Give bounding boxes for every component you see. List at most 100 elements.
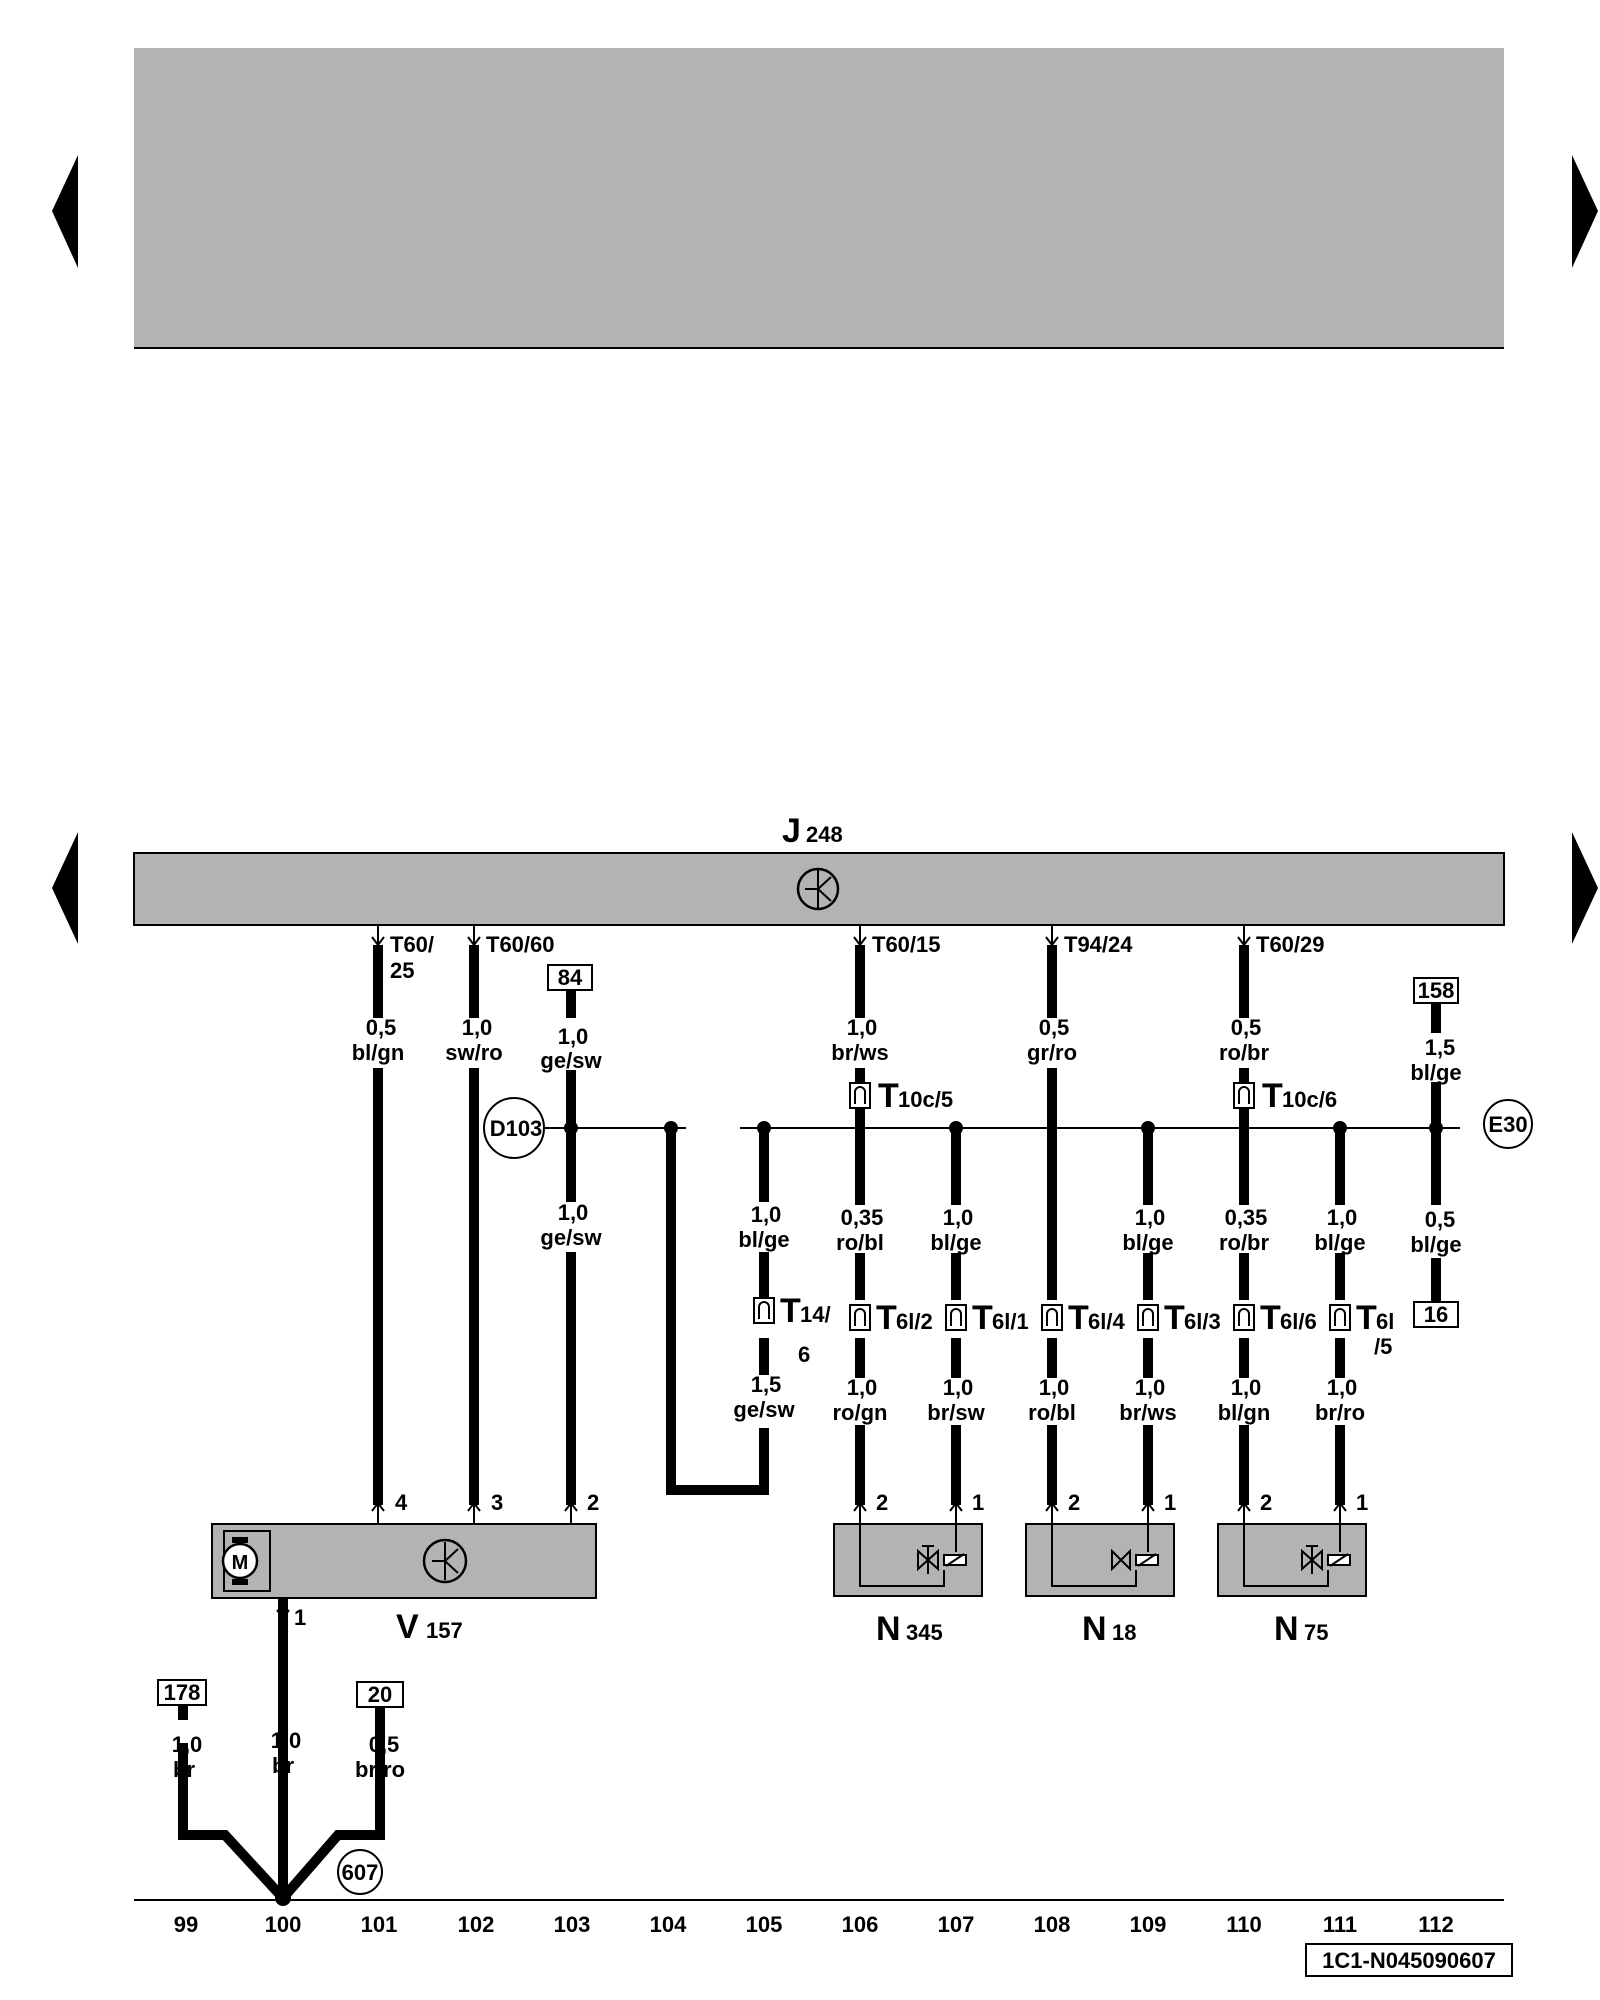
svg-text:10c/5: 10c/5 <box>898 1087 953 1112</box>
header-panel <box>134 48 1504 348</box>
svg-text:1,0: 1,0 <box>847 1015 878 1040</box>
prev-page-arrow-top-icon[interactable] <box>52 155 78 268</box>
svg-text:1,5: 1,5 <box>751 1372 782 1397</box>
svg-text:0,5: 0,5 <box>1231 1015 1262 1040</box>
svg-text:bl/ge: bl/ge <box>738 1227 789 1252</box>
svg-text:105: 105 <box>746 1912 783 1937</box>
pin-label-t60-60: T60/60 <box>486 932 555 957</box>
pin-number: 2 <box>1068 1490 1080 1515</box>
svg-text:75: 75 <box>1304 1620 1328 1645</box>
svg-text:ro/bl: ro/bl <box>836 1230 884 1255</box>
junction-d103: D103 <box>483 1097 545 1159</box>
svg-text:T: T <box>972 1299 993 1337</box>
svg-text:109: 109 <box>1130 1912 1167 1937</box>
svg-text:T: T <box>780 1292 801 1330</box>
prev-page-arrow-icon[interactable] <box>52 832 78 944</box>
svg-text:0,5: 0,5 <box>1425 1207 1456 1232</box>
pin-number: 2 <box>1260 1490 1272 1515</box>
svg-text:0,5: 0,5 <box>366 1015 397 1040</box>
svg-text:607: 607 <box>342 1860 379 1885</box>
svg-text:ge/sw: ge/sw <box>540 1048 602 1073</box>
svg-text:6l: 6l <box>1376 1309 1394 1334</box>
svg-text:ge/sw: ge/sw <box>540 1225 602 1250</box>
svg-text:1,0: 1,0 <box>1327 1205 1358 1230</box>
pump-v157: M <box>211 1501 597 1620</box>
wire-ground-99 <box>178 1743 287 1902</box>
svg-text:6l/1: 6l/1 <box>992 1309 1029 1334</box>
svg-text:1,0: 1,0 <box>1135 1205 1166 1230</box>
svg-text:sw/ro: sw/ro <box>445 1040 502 1065</box>
svg-text:6: 6 <box>798 1342 810 1367</box>
motor-icon <box>221 1542 259 1580</box>
valve-n345-label: N 345 <box>876 1610 943 1648</box>
svg-text:6l/3: 6l/3 <box>1184 1309 1221 1334</box>
svg-text:D103: D103 <box>490 1116 543 1141</box>
svg-text:1,0: 1,0 <box>558 1024 589 1049</box>
svg-text:0,5: 0,5 <box>369 1732 400 1757</box>
track-numbers: 99 100 101 102 103 104 105 106 107 108 1… <box>174 1912 1454 1937</box>
svg-text:10c/6: 10c/6 <box>1282 1087 1337 1112</box>
svg-text:1,0: 1,0 <box>558 1200 589 1225</box>
wire-ground-101 <box>279 1705 385 1902</box>
pin-number: 3 <box>491 1490 503 1515</box>
pin-number: 1 <box>972 1490 984 1515</box>
svg-text:1,0: 1,0 <box>271 1728 302 1753</box>
svg-text:/5: /5 <box>1374 1334 1392 1359</box>
svg-text:T: T <box>876 1299 897 1337</box>
next-page-arrow-icon[interactable] <box>1572 832 1598 944</box>
svg-text:gr/ro: gr/ro <box>1027 1040 1077 1065</box>
svg-text:T: T <box>878 1077 899 1115</box>
component-sub: 248 <box>806 822 843 847</box>
svg-text:103: 103 <box>554 1912 591 1937</box>
svg-text:1,0: 1,0 <box>1135 1375 1166 1400</box>
ground-point-607: 607 <box>337 1849 383 1895</box>
pin-number: 1 <box>1164 1490 1176 1515</box>
pin-number: 2 <box>587 1490 599 1515</box>
svg-text:106: 106 <box>842 1912 879 1937</box>
svg-text:111: 111 <box>1323 1912 1357 1937</box>
control-unit-j248: J 248 <box>133 812 1505 926</box>
svg-text:T: T <box>1356 1299 1377 1337</box>
pin-number: 1 <box>294 1605 306 1630</box>
ref-box-16[interactable]: 16 <box>1413 1301 1459 1328</box>
svg-text:T: T <box>1260 1299 1281 1337</box>
svg-text:1,0: 1,0 <box>847 1375 878 1400</box>
component-code: J <box>782 812 801 850</box>
next-page-arrow-top-icon[interactable] <box>1572 155 1598 268</box>
svg-text:108: 108 <box>1034 1912 1071 1937</box>
svg-text:112: 112 <box>1418 1912 1454 1937</box>
svg-text:ge/sw: ge/sw <box>733 1397 795 1422</box>
svg-text:16: 16 <box>1424 1302 1448 1327</box>
svg-text:br/ws: br/ws <box>831 1040 888 1065</box>
svg-text:104: 104 <box>650 1912 687 1937</box>
svg-text:br: br <box>173 1757 195 1782</box>
valve-n75-label: N 75 <box>1274 1610 1328 1648</box>
valve-n75 <box>1217 1501 1367 1597</box>
ref-box-158[interactable]: 158 <box>1413 977 1459 1004</box>
svg-text:bl/ge: bl/ge <box>1122 1230 1173 1255</box>
svg-text:0,5: 0,5 <box>1039 1015 1070 1040</box>
svg-text:T: T <box>1164 1299 1185 1337</box>
svg-text:14/: 14/ <box>800 1302 831 1327</box>
ref-box-178[interactable]: 178 <box>157 1679 207 1706</box>
svg-text:18: 18 <box>1112 1620 1136 1645</box>
svg-text:T: T <box>1068 1299 1089 1337</box>
solenoid-valve-icon <box>1111 1548 1131 1572</box>
wire-labels: 0,5 bl/gn 1,0 sw/ro 1,0 ge/sw 1,0 ge/sw … <box>172 1015 1462 1782</box>
pin-number: 1 <box>1356 1490 1368 1515</box>
ref-box-84[interactable]: 84 <box>547 964 593 991</box>
svg-text:bl/ge: bl/ge <box>1410 1060 1461 1085</box>
svg-text:1,0: 1,0 <box>943 1375 974 1400</box>
svg-text:1,0: 1,0 <box>1231 1375 1262 1400</box>
pin-arrows <box>371 925 1251 947</box>
svg-text:ro/bl: ro/bl <box>1028 1400 1076 1425</box>
svg-text:1,0: 1,0 <box>943 1205 974 1230</box>
svg-text:0,35: 0,35 <box>1225 1205 1268 1230</box>
ref-box-20[interactable]: 20 <box>356 1681 404 1708</box>
pin-label-t94-24: T94/24 <box>1064 932 1133 957</box>
svg-text:6l/4: 6l/4 <box>1088 1309 1125 1334</box>
svg-text:84: 84 <box>558 965 583 990</box>
svg-text:158: 158 <box>1418 978 1455 1003</box>
valve-n18-label: N 18 <box>1082 1610 1136 1648</box>
svg-text:107: 107 <box>938 1912 975 1937</box>
